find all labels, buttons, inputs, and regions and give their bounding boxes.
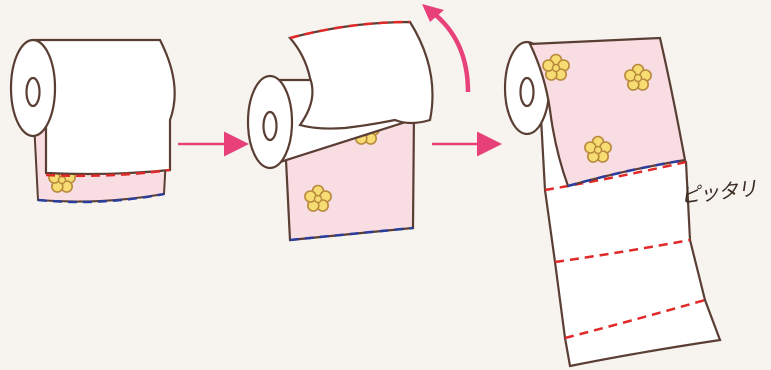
red-perforation-line	[45, 168, 171, 178]
red-perforation-line	[544, 160, 687, 192]
blue-perforation-line	[37, 192, 165, 204]
curved-arrow-icon	[430, 10, 471, 93]
step-3-result	[503, 36, 722, 368]
roll-core-hole	[519, 76, 535, 108]
paper-roll-body	[33, 38, 176, 176]
red-perforation-line	[289, 20, 411, 40]
curved-arrow-head-icon	[422, 4, 444, 22]
red-perforation-line	[564, 298, 706, 340]
blue-perforation-line	[567, 158, 686, 188]
red-perforation-line	[554, 238, 691, 264]
roll-core-hole	[25, 76, 41, 108]
step-1-roll	[9, 38, 176, 204]
blue-perforation-line	[289, 226, 414, 242]
step-2-folded	[246, 20, 434, 242]
roll-core-hole	[262, 110, 278, 142]
folded-sheet	[287, 20, 434, 130]
